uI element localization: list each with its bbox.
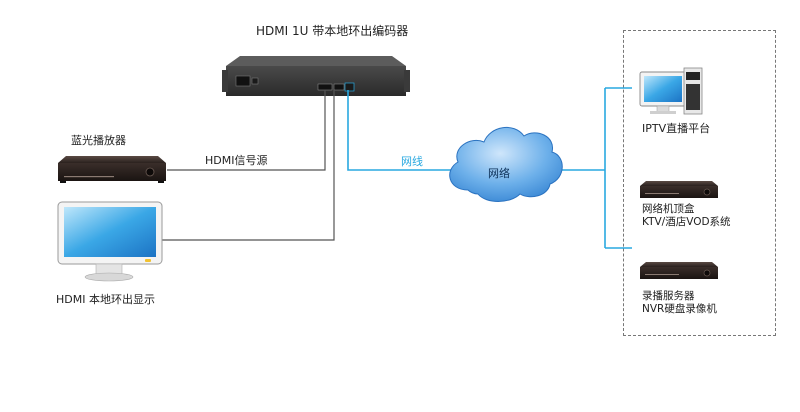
network-cables xyxy=(347,87,632,249)
settop-label-line1: 网络机顶盒 xyxy=(642,203,695,215)
hdmi-cables xyxy=(160,90,335,241)
cloud-label: 网络 xyxy=(488,167,510,180)
loop-out-monitor xyxy=(57,201,163,282)
iptv-label: IPTV直播平台 xyxy=(642,122,711,135)
encoder-title: HDMI 1U 带本地环出编码器 xyxy=(256,24,409,38)
iptv-pc xyxy=(639,67,703,115)
settop-label-line2: KTV/酒店VOD系统 xyxy=(642,216,731,228)
hdmi-loop-cable xyxy=(160,90,335,241)
encoder-device xyxy=(222,56,410,96)
network-cloud xyxy=(449,127,563,202)
settop-box xyxy=(640,181,718,198)
encoder-network-cable xyxy=(347,90,452,171)
bluray-label: 蓝光播放器 xyxy=(71,134,126,147)
hdmi-source-label: HDMI信号源 xyxy=(205,154,268,167)
network-cable-label: 网线 xyxy=(401,155,423,168)
recorder-label-line2: NVR硬盘录像机 xyxy=(642,303,717,315)
loop-display-label: HDMI 本地环出显示 xyxy=(56,293,155,306)
target-group-box xyxy=(623,30,776,336)
recorder-label-line1: 录播服务器 xyxy=(642,290,695,302)
hdmi-input-cable xyxy=(167,90,326,171)
recording-server xyxy=(640,262,718,279)
bluray-player xyxy=(58,156,166,183)
